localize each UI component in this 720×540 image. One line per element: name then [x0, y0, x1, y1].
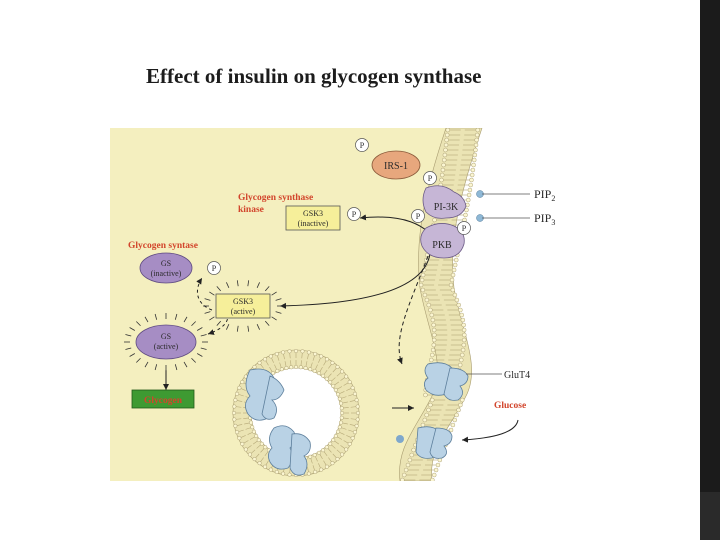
- insulin-signaling-diagram: IRS-1 P P PI-3K PKB P P PIP2 PIP3 Glycog…: [110, 128, 572, 481]
- right-edge-bar: [700, 0, 720, 540]
- arrow-gsk3-phosphorylates-gs: [196, 277, 213, 311]
- right-edge-bar-notch: [700, 492, 720, 540]
- gs-inactive-protein: [139, 252, 193, 284]
- pkb-label: PKB: [432, 240, 452, 251]
- pi3k-protein: [422, 185, 467, 219]
- arrow-glucose-out: [461, 419, 519, 443]
- pkb-phosphate: [411, 209, 425, 223]
- irs1-phosphate: [355, 138, 369, 152]
- phosphate-label: P: [416, 212, 421, 221]
- gsk3-inactive-phosphate: [347, 207, 361, 221]
- irs1-phosphate: [423, 171, 437, 185]
- glycogen-label: Glycogen: [144, 396, 183, 406]
- gsk3-kinase-heading: Glycogen synthase: [238, 193, 313, 203]
- vesicle-glut4-transporter: [245, 368, 285, 421]
- glucose-label: Glucose: [494, 401, 526, 411]
- gsk3-active-state: (active): [231, 307, 256, 316]
- glucose-molecule: [396, 435, 404, 443]
- irs1-label: IRS-1: [384, 161, 408, 172]
- gs-active-halo: [124, 313, 208, 371]
- gsk3-active-label: GSK3: [233, 297, 253, 306]
- pip3-label: PIP3: [534, 211, 555, 227]
- phosphate-label: P: [212, 264, 217, 273]
- irs1-protein: [371, 150, 421, 180]
- arrow-pkb-to-vesicle: [397, 255, 429, 365]
- glut4-label: GluT4: [504, 370, 530, 381]
- gs-active-protein: [135, 324, 197, 360]
- gs-inactive-label: GS: [161, 259, 171, 268]
- glucose-transporter-exit: [415, 426, 453, 459]
- plasma-glut4-transporter: [424, 362, 469, 401]
- gs-inactive-state: (inactive): [151, 269, 182, 278]
- gs-active-state: (active): [154, 342, 179, 351]
- vesicle-glut4-transporter: [268, 425, 311, 476]
- phosphate-label: P: [360, 141, 365, 150]
- gsk3-inactive-label: GSK3: [303, 209, 323, 218]
- gsk3-active-box: [215, 293, 271, 319]
- phosphate-label: P: [428, 174, 433, 183]
- pi3k-label: PI-3K: [434, 202, 459, 213]
- gs-heading: Glycogen syntase: [128, 241, 198, 251]
- slide-title: Effect of insulin on glycogen synthase: [146, 64, 482, 88]
- phosphate-label: P: [462, 224, 467, 233]
- gsk3-inactive-state: (inactive): [298, 219, 329, 228]
- gs-inactive-phosphate: [207, 261, 221, 275]
- gs-active-label: GS: [161, 332, 171, 341]
- arrow-gs-active-loop: [207, 303, 229, 335]
- pip2-label: PIP2: [534, 187, 555, 203]
- pkb-protein: [420, 223, 465, 259]
- gsk3-inactive-box: [285, 205, 341, 231]
- phosphate-label: P: [352, 210, 357, 219]
- glycogen-box: [131, 389, 195, 409]
- gsk3-kinase-heading-line2: kinase: [238, 205, 264, 215]
- arrow-pkb-inhibits-gsk3-active: [279, 253, 431, 309]
- pkb-phosphate: [457, 221, 471, 235]
- gsk3-active-halo: [203, 280, 283, 332]
